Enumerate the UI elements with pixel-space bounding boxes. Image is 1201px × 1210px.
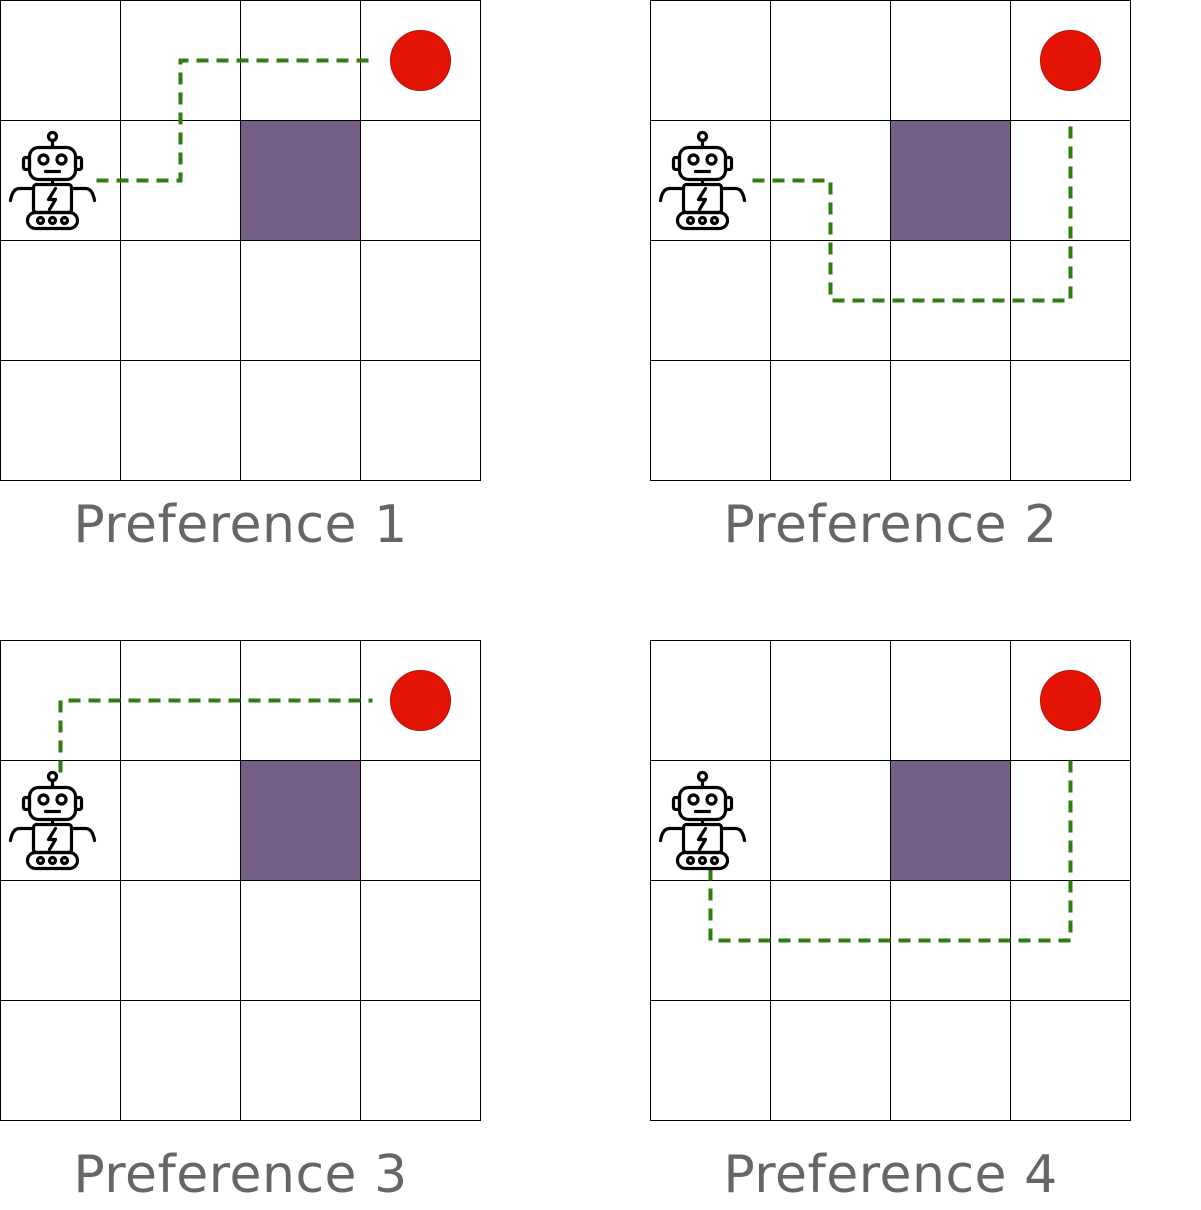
grid-cell xyxy=(650,0,771,121)
grid-cell xyxy=(120,360,241,481)
goal-dot xyxy=(1040,670,1101,731)
grid-cell xyxy=(360,1000,481,1121)
grid-cell xyxy=(0,360,121,481)
grid-cell xyxy=(650,640,771,761)
grid-cell xyxy=(120,240,241,361)
grid-cell xyxy=(240,1000,361,1121)
panel-caption: Preference 4 xyxy=(723,1145,1058,1205)
grid-cell xyxy=(0,1000,121,1121)
grid-world-4 xyxy=(650,640,1131,1121)
grid-cell xyxy=(770,240,891,361)
preference-panel-1: Preference 1 xyxy=(0,0,490,570)
grid-cell xyxy=(120,1000,241,1121)
grid-cell xyxy=(650,240,771,361)
grid-cell xyxy=(120,880,241,1001)
grid-cell xyxy=(1010,120,1131,241)
preference-panel-3: Preference 3 xyxy=(0,640,490,1210)
path-line xyxy=(58,698,373,773)
robot-icon xyxy=(8,130,97,231)
obstacle-cell xyxy=(240,760,361,881)
grid-cell xyxy=(650,360,771,481)
obstacle-cell xyxy=(890,120,1011,241)
path-line xyxy=(96,58,373,183)
grid-cell xyxy=(240,360,361,481)
grid-cell xyxy=(360,880,481,1001)
grid-world-1 xyxy=(0,0,481,481)
robot-icon xyxy=(8,770,97,871)
grid-cell xyxy=(770,0,891,121)
goal-dot xyxy=(390,670,451,731)
grid-cell xyxy=(120,760,241,881)
panel-caption: Preference 3 xyxy=(73,1145,408,1205)
preference-panel-4: Preference 4 xyxy=(650,640,1140,1210)
grid-cell xyxy=(360,760,481,881)
grid-cell xyxy=(1010,360,1131,481)
goal-dot xyxy=(390,30,451,91)
panel-caption: Preference 2 xyxy=(723,495,1058,555)
grid-cell xyxy=(0,240,121,361)
path-line xyxy=(708,760,1073,943)
grid-world-2 xyxy=(650,0,1131,481)
grid-cell xyxy=(890,240,1011,361)
preference-panel-2: Preference 2 xyxy=(650,0,1140,570)
obstacle-cell xyxy=(240,120,361,241)
grid-cell xyxy=(890,0,1011,121)
robot-icon xyxy=(658,770,747,871)
grid-cell xyxy=(770,360,891,481)
robot-icon xyxy=(658,130,747,231)
grid-cell xyxy=(240,240,361,361)
grid-cell xyxy=(890,1000,1011,1121)
grid-cell xyxy=(1010,240,1131,361)
grid-cell xyxy=(360,120,481,241)
grid-cell xyxy=(1010,1000,1131,1121)
obstacle-cell xyxy=(890,760,1011,881)
grid-cell xyxy=(360,240,481,361)
grid-cell xyxy=(0,0,121,121)
grid-cell xyxy=(890,360,1011,481)
grid-cell xyxy=(240,880,361,1001)
grid-cell xyxy=(770,640,891,761)
grid-cell xyxy=(770,1000,891,1121)
grid-cell xyxy=(770,120,891,241)
grid-cell xyxy=(0,880,121,1001)
grid-cell xyxy=(890,640,1011,761)
grid-cell xyxy=(360,360,481,481)
goal-dot xyxy=(1040,30,1101,91)
grid-world-3 xyxy=(0,640,481,1121)
path-line xyxy=(752,120,1073,303)
grid-cell xyxy=(770,760,891,881)
grid-cell xyxy=(650,1000,771,1121)
panel-caption: Preference 1 xyxy=(73,495,408,555)
